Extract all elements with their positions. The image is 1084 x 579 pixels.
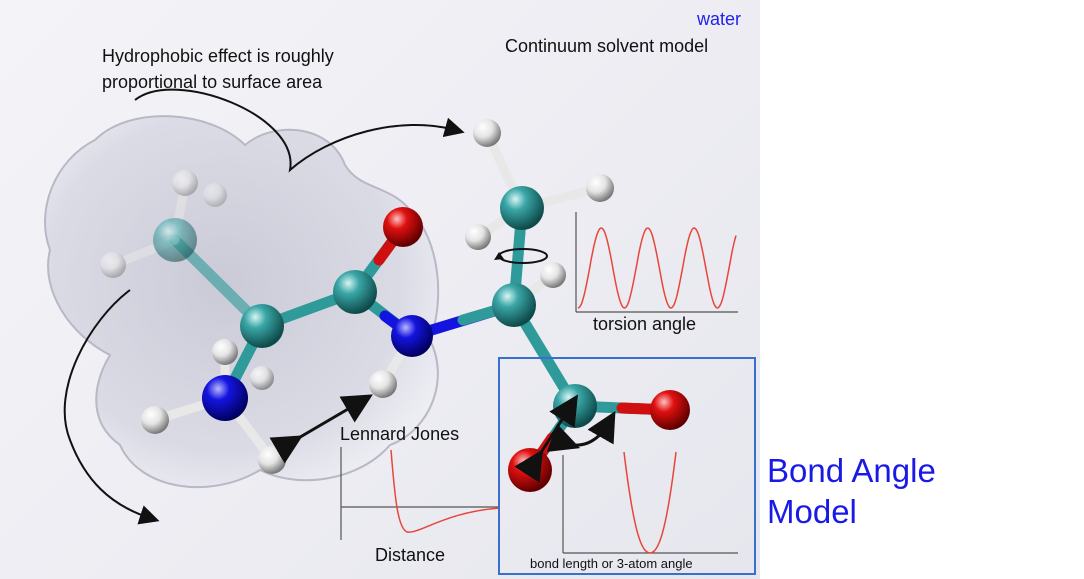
bond-length-arrow [514, 394, 579, 483]
lennard-jones-curve [390, 449, 501, 533]
solvent-name-label: water [697, 9, 742, 29]
torsion-potential-plot [575, 212, 738, 313]
bond-angle-arrow [546, 410, 616, 452]
solvent-model-label: Continuum solvent model [505, 36, 709, 56]
hydrogen-atom [540, 262, 566, 288]
lennard-jones-label: Lennard Jones [340, 424, 460, 444]
distance-label: Distance [375, 545, 446, 565]
hydrophobic-label-line1: Hydrophobic effect is roughly [102, 46, 334, 66]
carbon-atom [492, 283, 536, 327]
torsion-curve [577, 227, 737, 309]
hydrogen-atom [473, 119, 501, 147]
bond-harmonic-curve [623, 451, 677, 554]
hydrophobic-arrow-bottom [63, 289, 160, 525]
hydrogen-atom [369, 370, 397, 398]
hydrogen-atom-faded [172, 170, 198, 196]
nitrogen-atom [202, 375, 248, 421]
oxygen-atom [650, 390, 690, 430]
nitrogen-atom [391, 315, 433, 357]
oxygen-atom [508, 448, 552, 492]
hydrophobic-arrow-top [134, 88, 465, 173]
lennard-jones-plot [340, 447, 501, 540]
hydrogen-atom-faded [203, 183, 227, 207]
oxygen-atom [383, 207, 423, 247]
hydrophobic-label-line2: proportional to surface area [102, 72, 323, 92]
hydrogen-atom-faded [100, 252, 126, 278]
carbon-atom [333, 270, 377, 314]
hydrogen-atom [141, 406, 169, 434]
title-line1: Bond Angle [767, 452, 936, 489]
hydrogen-atom [212, 339, 238, 365]
torsion-angle-label: torsion angle [593, 314, 697, 334]
hydrogen-atom [250, 366, 274, 390]
carbon-atom-faded [153, 218, 197, 262]
hydrogen-atom [258, 446, 286, 474]
carbon-atom [500, 186, 544, 230]
bond-potential-plot [562, 451, 738, 554]
hydrogen-atom [465, 224, 491, 250]
torsion-arrowhead [494, 252, 504, 260]
bond-length-label: bond length or 3-atom angle [530, 556, 693, 571]
bond-angle-box [498, 357, 756, 575]
lennard-jones-distance-arrow [269, 394, 373, 464]
hydrogen-atom [586, 174, 614, 202]
carbon-atom [240, 304, 284, 348]
title-line2: Model [767, 493, 857, 530]
